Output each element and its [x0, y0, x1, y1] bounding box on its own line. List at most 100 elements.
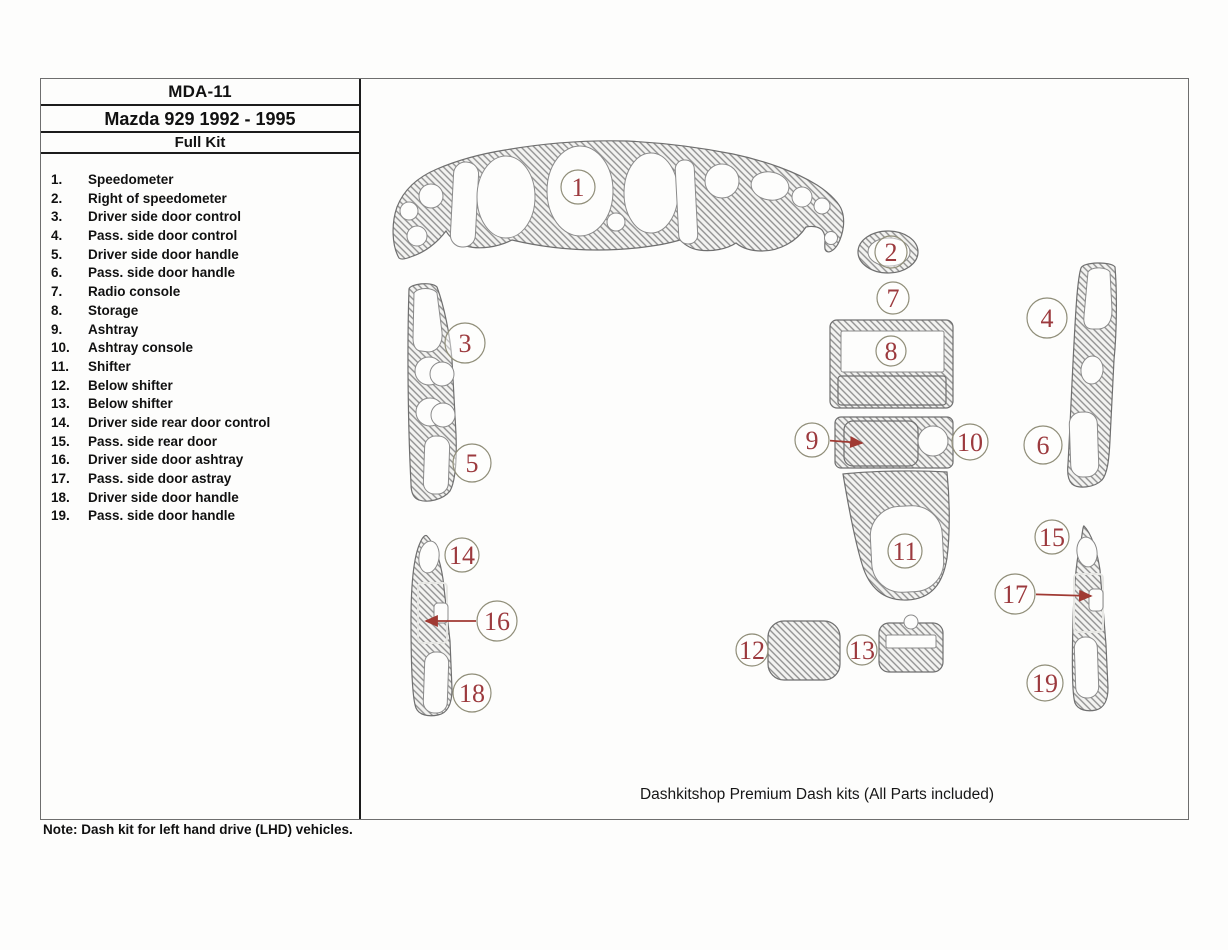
- part-label: Shifter: [88, 358, 131, 374]
- callout-number-12: 12: [739, 636, 765, 665]
- part-12-below-shifter-shape: [767, 620, 841, 681]
- part-label: Pass. side door astray: [88, 471, 232, 486]
- part-number: 10.: [51, 340, 70, 356]
- callout-circle-2: [874, 235, 908, 269]
- callout-number-8: 8: [885, 337, 898, 366]
- parts-list-item-3: 3. Driver side door control: [41, 208, 359, 227]
- callout-number-14: 14: [449, 541, 475, 570]
- parts-list-item-10: 10. Ashtray console: [41, 339, 359, 358]
- part-4-6-passenger-door-shape: [1067, 262, 1117, 488]
- callout-circle-10: [951, 423, 989, 461]
- callout-circle-6: [1023, 425, 1063, 465]
- vehicle-title: Mazda 929 1992 - 1995: [41, 106, 359, 133]
- callout-number-6: 6: [1037, 431, 1050, 460]
- part-label: Radio console: [88, 284, 181, 300]
- parts-list-item-8: 8. Storage: [41, 302, 359, 321]
- part-number: 1.: [51, 172, 63, 187]
- part-1-dashboard-shape: [392, 140, 845, 260]
- part-label: Pass. side door handle: [88, 265, 236, 281]
- callout-number-1: 1: [572, 173, 585, 202]
- part-11-shifter-shape: [842, 470, 950, 601]
- part-7-8-radio-console-shape: [829, 319, 954, 409]
- part-label: Below shifter: [88, 377, 173, 393]
- part-13-below-shifter-shape: [878, 614, 944, 673]
- part-label: Pass. side door control: [88, 228, 238, 244]
- part-label: Speedometer: [88, 172, 174, 187]
- parts-list-item-13: 13. Below shifter: [41, 395, 359, 414]
- part-label: Driver side door ashtray: [88, 452, 244, 468]
- part-number: 9.: [51, 321, 63, 337]
- part-label: Driver side door control: [88, 209, 242, 225]
- part-label: Driver side rear door control: [88, 414, 271, 430]
- callout-circle-4: [1026, 297, 1068, 339]
- parts-list-item-6: 6.Pass. side door handle: [41, 264, 359, 283]
- parts-list-item-5: 5.Driver side door handle: [41, 246, 359, 265]
- part-label: Right of speedometer: [88, 190, 227, 206]
- callout-circle-17: [994, 573, 1036, 615]
- part-9-10-ashtray-shape: [834, 416, 954, 469]
- callout-arrow-17: [1035, 589, 1093, 602]
- part-label: Storage: [88, 302, 139, 318]
- part-number: 15.: [51, 433, 70, 449]
- callout-circle-13: [846, 634, 878, 666]
- callout-circle-5: [452, 443, 492, 483]
- callout-circle-11: [887, 533, 923, 569]
- lhd-note: Note: Dash kit for left hand drive (LHD)…: [43, 822, 353, 837]
- callout-arrow-9: [829, 436, 864, 449]
- part-label: Driver side door handle: [88, 489, 239, 505]
- callout-number-4: 4: [1041, 304, 1054, 333]
- brand-caption: Dashkitshop Premium Dash kits (All Parts…: [639, 786, 995, 803]
- part-number: 14.: [51, 414, 70, 430]
- part-number: 18.: [51, 489, 70, 505]
- callout-circle-18: [452, 673, 492, 713]
- part-14-16-18-driver-rear-door-shape: [410, 534, 453, 717]
- parts-list-item-18: 18. Driver side door handle: [41, 489, 359, 508]
- part-label: Ashtray: [88, 321, 139, 337]
- callout-circle-8: [875, 335, 907, 367]
- part-3-5-driver-door-shape: [407, 283, 457, 502]
- callout-circle-15: [1034, 519, 1070, 555]
- part-number: 5.: [51, 246, 63, 262]
- part-label: Pass. side rear door: [88, 433, 218, 449]
- callout-circle-7: [876, 281, 910, 315]
- part-number: 3.: [51, 209, 63, 225]
- part-number: 13.: [51, 396, 70, 412]
- callout-number-10: 10: [957, 428, 983, 457]
- callout-number-3: 3: [459, 329, 472, 358]
- parts-list-item-14: 14. Driver side rear door control: [41, 414, 359, 433]
- parts-list-item-4: 4. Pass. side door control: [41, 227, 359, 246]
- callout-number-9: 9: [806, 426, 819, 455]
- callout-circle-12: [735, 633, 769, 667]
- part-number: 8.: [51, 302, 63, 318]
- callout-circle-9: [794, 422, 830, 458]
- callout-circle-1: [560, 169, 596, 205]
- callout-circle-16: [476, 600, 518, 642]
- callout-number-11: 11: [892, 537, 917, 566]
- callout-number-5: 5: [466, 449, 479, 478]
- callout-circle-3: [444, 322, 486, 364]
- parts-list-item-2: 2.Right of speedometer: [41, 190, 359, 209]
- parts-panel: MDA-11 Mazda 929 1992 - 1995 Full Kit 1.…: [41, 79, 361, 819]
- part-label: Pass. side door handle: [88, 508, 236, 524]
- callout-number-17: 17: [1002, 580, 1028, 609]
- part-label: Below shifter: [88, 396, 173, 412]
- callout-number-16: 16: [484, 607, 510, 636]
- part-15-17-19-passenger-rear-door-shape: [1071, 525, 1109, 712]
- part-number: 11.: [51, 358, 70, 374]
- callout-number-19: 19: [1032, 669, 1058, 698]
- callout-number-13: 13: [849, 636, 875, 665]
- parts-list-item-7: 7. Radio console: [41, 283, 359, 302]
- part-number: 7.: [51, 284, 63, 300]
- part-label: Ashtray console: [88, 340, 194, 356]
- callout-number-2: 2: [885, 238, 898, 267]
- kit-code-title: MDA-11: [41, 79, 359, 106]
- part-number: 4.: [51, 228, 63, 244]
- kit-type-title: Full Kit: [41, 133, 359, 154]
- parts-list-item-9: 9. Ashtray: [41, 321, 359, 340]
- parts-list-item-1: 1. Speedometer: [41, 171, 359, 190]
- callout-number-18: 18: [459, 679, 485, 708]
- parts-list-item-16: 16.Driver side door ashtray: [41, 451, 359, 470]
